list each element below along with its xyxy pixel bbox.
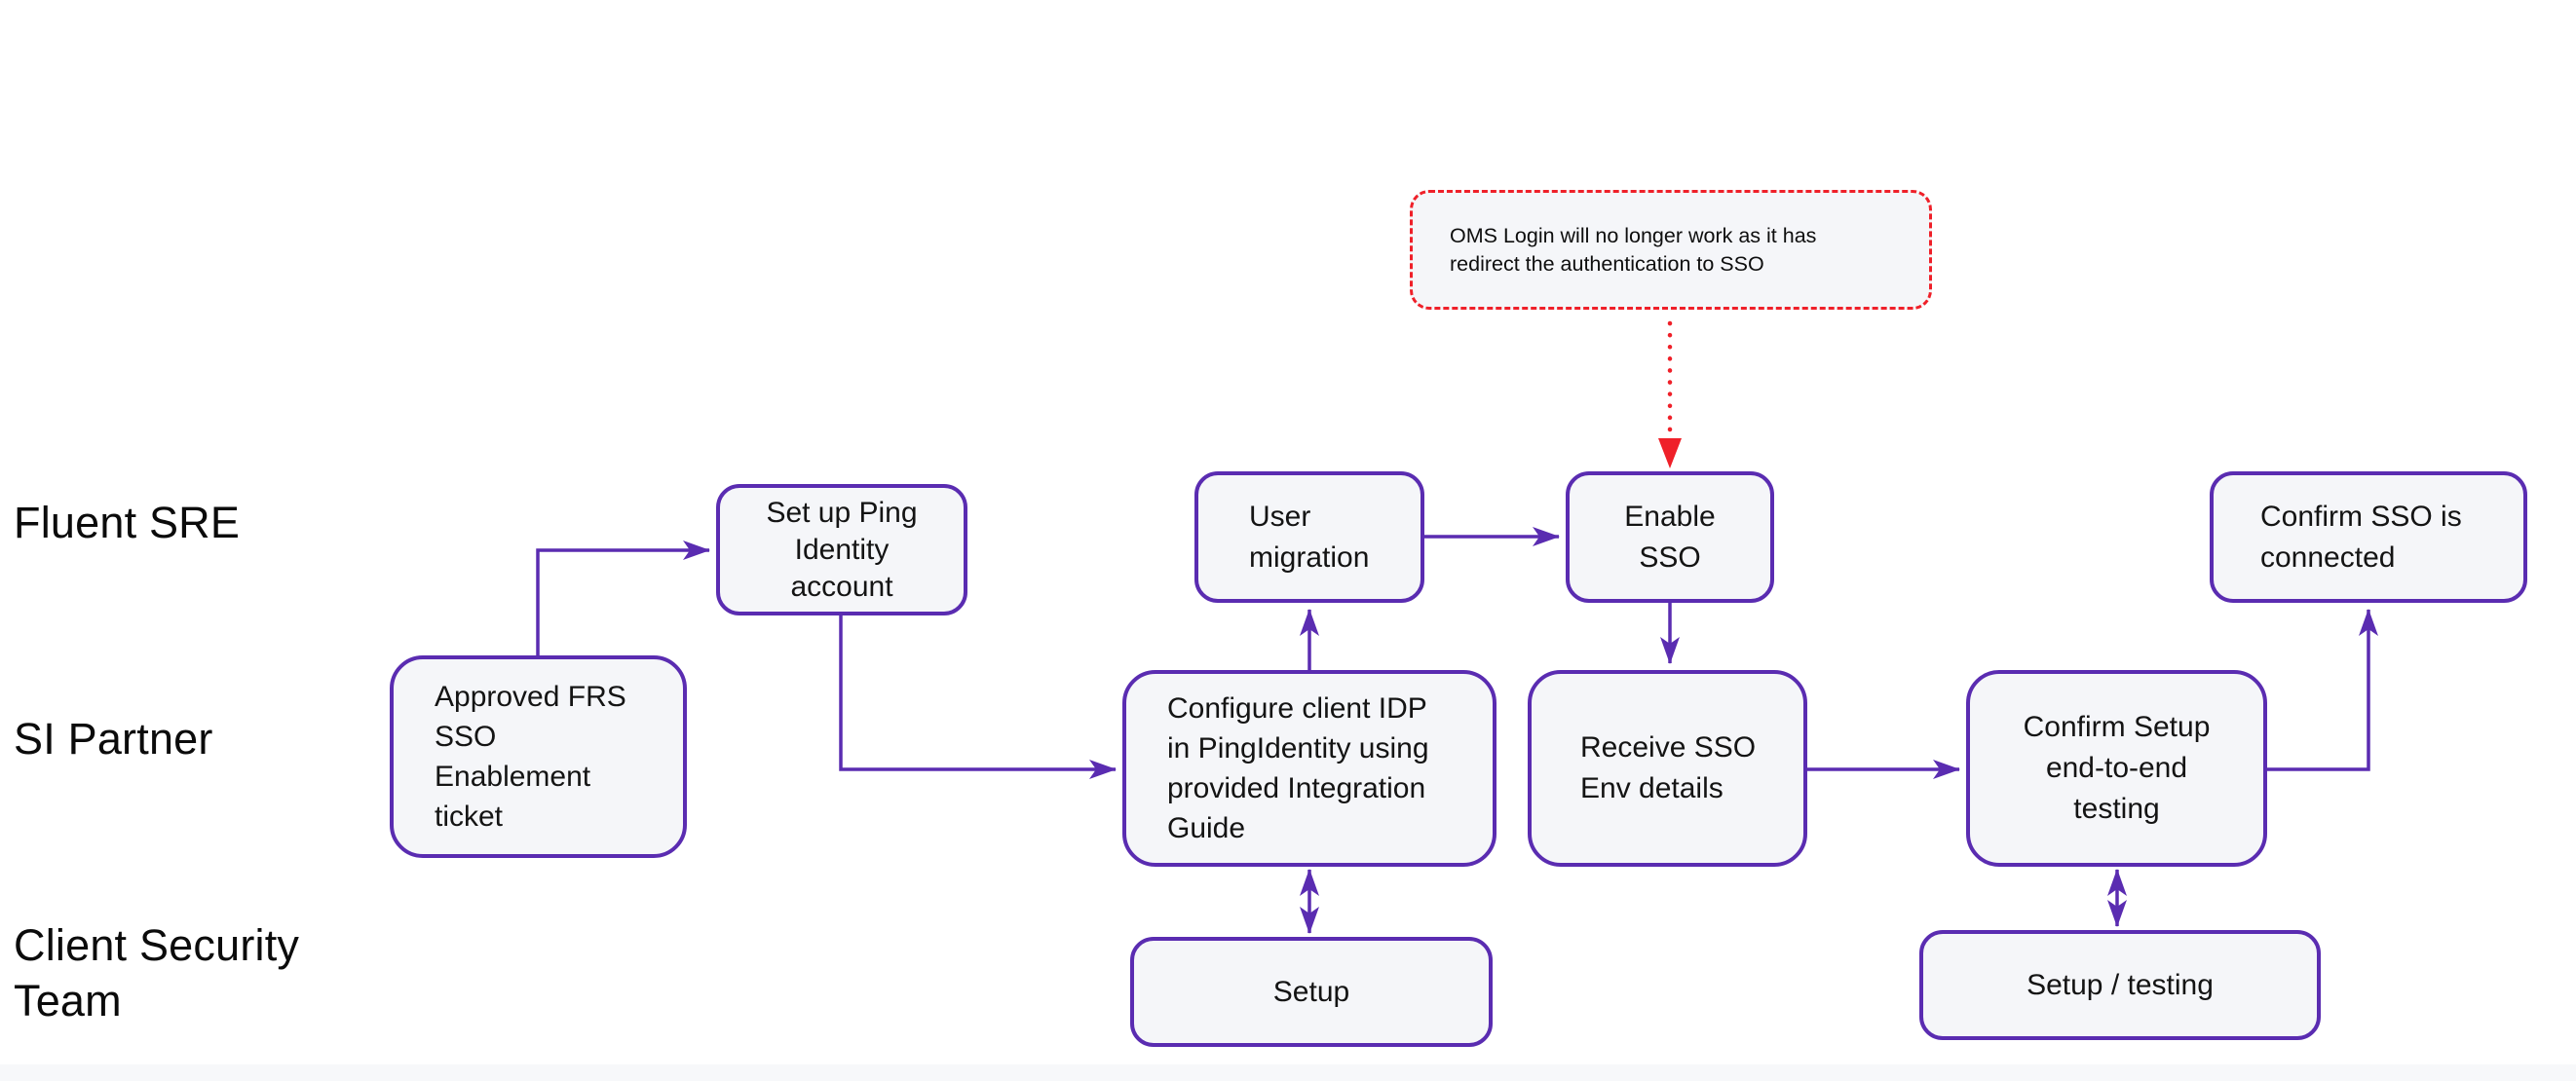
lane-label-client-security-team: Client Security Team	[14, 920, 300, 1025]
lane-label-fluent-sre: Fluent SRE	[14, 498, 241, 547]
connector-setup-ping-to-configure-idp	[839, 615, 1117, 779]
annotation-oms-login-note: OMS Login will no longer work as it has …	[1410, 190, 1932, 310]
node-confirm-setup-end-to-end-testing: Confirm Setup end-to-end testing	[1966, 670, 2267, 867]
annotation-arrowhead	[1658, 438, 1682, 468]
node-configure-client-idp: Configure client IDP in PingIdentity usi…	[1122, 670, 1496, 867]
lane-label-si-partner: SI Partner	[14, 714, 213, 764]
node-setup-testing: Setup / testing	[1919, 930, 2321, 1040]
node-setup: Setup	[1130, 937, 1493, 1047]
node-set-up-ping-identity-account: Set up Ping Identity account	[716, 484, 967, 615]
connector-confirm-setup-to-confirm-sso	[2267, 609, 2378, 771]
node-enable-sso: Enable SSO	[1566, 471, 1774, 603]
connector-approved-to-setup-ping	[536, 540, 710, 655]
node-approved-frs-sso-enablement-ticket: Approved FRS SSO Enablement ticket	[390, 655, 687, 858]
footer-strip	[0, 1064, 2576, 1081]
node-user-migration: User migration	[1194, 471, 1424, 603]
node-confirm-sso-is-connected: Confirm SSO is connected	[2210, 471, 2527, 603]
node-receive-sso-env-details: Receive SSO Env details	[1528, 670, 1807, 867]
